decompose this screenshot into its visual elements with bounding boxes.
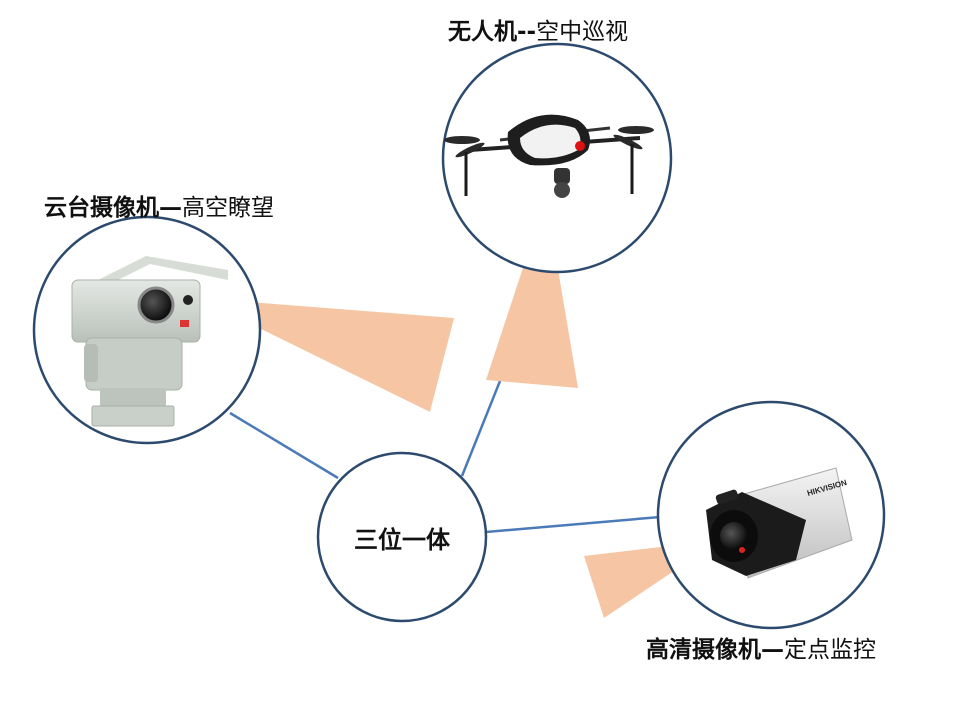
drone-beam [486,198,578,388]
hd-camera-node: HIKVISION [656,400,886,630]
drone-label-normal: 空中巡视 [536,19,629,45]
ptz-camera-label-bold: 云台摄像机— [44,195,182,221]
drone-node [441,42,673,274]
hd-camera-label: 高清摄像机—定点监控 [646,630,876,664]
drone-image [444,114,654,198]
hd-camera-label-normal: 定点监控 [784,637,876,663]
drone-label-bold: 无人机-- [448,19,537,45]
ptz-camera-image [71,256,228,427]
hd-camera-label-bold: 高清摄像机— [646,637,784,663]
connector-ptz [229,411,339,480]
ptz-beam [198,298,454,412]
center-label: 三位一体 [354,526,450,554]
connector-hd [485,515,661,534]
ptz-camera-node [32,215,262,445]
ptz-camera-label-normal: 高空瞭望 [182,195,274,221]
hd-camera-image: HIKVISION [706,467,853,579]
ptz-camera-label: 云台摄像机—高空瞭望 [44,188,274,222]
drone-label: 无人机--空中巡视 [448,12,628,46]
center-circle [316,451,488,623]
